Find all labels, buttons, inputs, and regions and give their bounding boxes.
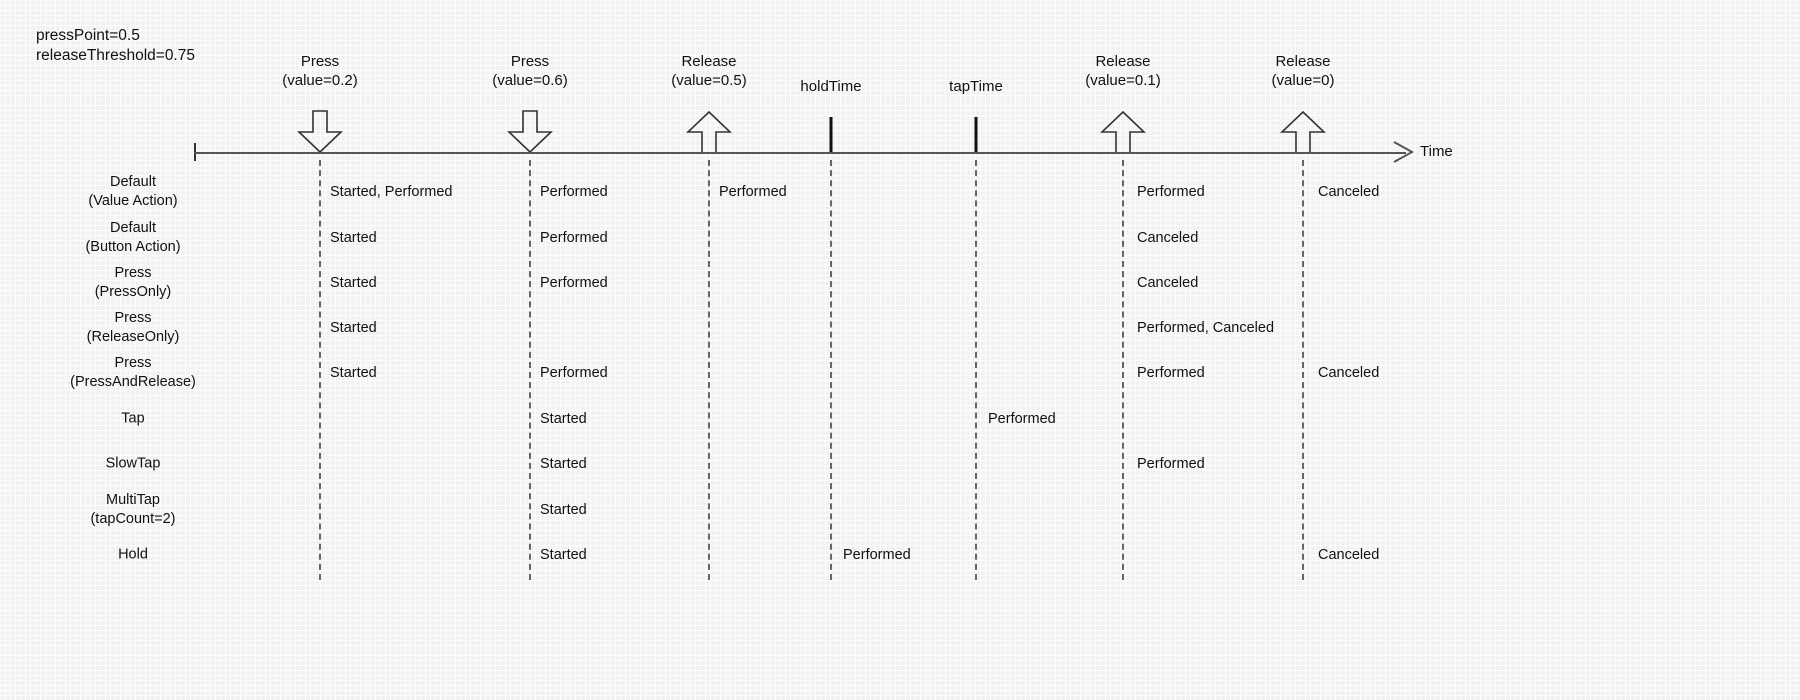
event-cell-press-releaseonly-0: Started [330,320,377,336]
event-cell-slowtap-1: Performed [1137,456,1205,472]
event-cell-hold-1: Performed [843,547,911,563]
event-cell-default-value-action-3: Performed [1137,184,1205,200]
event-tick-hold-time [829,117,833,152]
event-caption-press-2: Press (value=0.6) [492,53,568,89]
row-label-press-pressandrelease: Press (PressAndRelease) [70,355,196,390]
event-cell-default-value-action-1: Performed [540,184,608,200]
event-caption-tap-time: tapTime [949,78,1003,95]
event-cell-press-pressandrelease-1: Performed [540,365,608,381]
event-caption-release-1: Release (value=0.5) [671,53,747,89]
event-cell-slowtap-0: Started [540,456,587,472]
parameters-note: pressPoint=0.5 releaseThreshold=0.75 [36,27,195,64]
press-arrow-down-icon-press-2 [507,110,553,154]
event-cell-tap-1: Performed [988,411,1056,427]
event-guide-line-tap-time [975,160,977,580]
event-cell-press-releaseonly-1: Performed, Canceled [1137,320,1275,336]
event-cell-press-pressandrelease-2: Performed [1137,365,1205,381]
event-caption-release-2: Release (value=0.1) [1085,53,1161,89]
event-guide-line-press-1 [319,160,321,580]
release-arrow-up-icon-release-1 [686,110,732,154]
event-guide-line-press-2 [529,160,531,580]
event-tick-tap-time [974,117,978,152]
event-caption-press-1: Press (value=0.2) [282,53,358,89]
event-cell-default-button-action-0: Started [330,230,377,246]
axis-label-time: Time [1420,143,1453,160]
event-cell-press-pressonly-1: Performed [540,275,608,291]
row-label-press-releaseonly: Press (ReleaseOnly) [86,310,180,345]
row-label-default-value-action: Default (Value Action) [88,174,178,209]
event-caption-release-3: Release (value=0) [1271,53,1335,89]
event-cell-default-button-action-2: Canceled [1137,230,1199,246]
event-cell-default-value-action-4: Canceled [1318,184,1380,200]
row-label-tap: Tap [121,410,145,427]
event-guide-line-release-1 [708,160,710,580]
row-label-slowtap: SlowTap [105,455,161,472]
event-guide-line-hold-time [830,160,832,580]
axis-arrowhead-icon [1393,141,1415,163]
event-cell-press-pressandrelease-3: Canceled [1318,365,1380,381]
row-label-default-button-action: Default (Button Action) [85,220,181,255]
event-cell-press-pressandrelease-0: Started [330,365,377,381]
event-cell-default-button-action-1: Performed [540,230,608,246]
event-cell-tap-0: Started [540,411,587,427]
row-label-hold: Hold [118,546,148,563]
event-cell-press-pressonly-2: Canceled [1137,275,1199,291]
time-axis-line [194,152,1406,154]
row-label-press-pressonly: Press (PressOnly) [94,265,172,300]
event-cell-hold-2: Canceled [1318,547,1380,563]
event-guide-line-release-2 [1122,160,1124,580]
press-arrow-down-icon-press-1 [297,110,343,154]
event-cell-hold-0: Started [540,547,587,563]
event-cell-default-value-action-2: Performed [719,184,787,200]
event-cell-press-pressonly-0: Started [330,275,377,291]
release-arrow-up-icon-release-2 [1100,110,1146,154]
event-cell-default-value-action-0: Started, Performed [330,184,453,200]
row-label-multitap: MultiTap (tapCount=2) [90,492,176,527]
release-arrow-up-icon-release-3 [1280,110,1326,154]
event-caption-hold-time: holdTime [800,78,862,95]
event-guide-line-release-3 [1302,160,1304,580]
event-cell-multitap-0: Started [540,502,587,518]
